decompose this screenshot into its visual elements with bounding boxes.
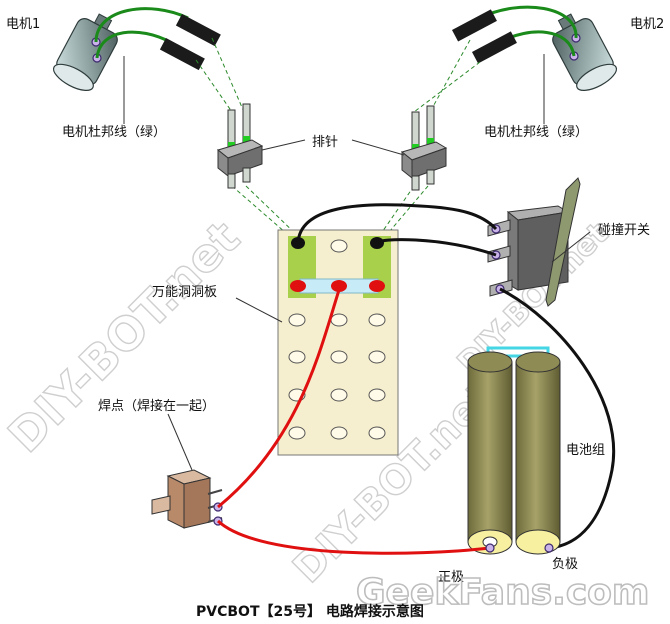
- perfboard-label: 万能洞洞板: [152, 285, 217, 300]
- bump-switch-label: 碰撞开关: [598, 223, 650, 238]
- negative-terminal: [544, 543, 554, 553]
- slide-switch: [151, 469, 223, 529]
- black-wires: [296, 203, 616, 550]
- bump-switch-label-group: 碰撞开关: [551, 223, 650, 263]
- pin-header-label-group: 排针: [261, 135, 405, 156]
- motor-1-label: 电机1: [6, 17, 40, 32]
- jumper-left-label: 电机杜邦线（绿）: [62, 125, 166, 140]
- battery-pack: [467, 346, 561, 555]
- bump-switch: [487, 177, 581, 307]
- battery-pack-label: 电池组: [566, 443, 605, 458]
- motor-2-label: 电机2: [630, 17, 664, 32]
- dupont-connectors: [159, 9, 517, 71]
- switch-lever: [545, 177, 581, 307]
- pin-header-left: [216, 103, 264, 189]
- diagram-caption: PVCBOT【25号】 电路焊接示意图: [196, 603, 424, 620]
- perfboard: [277, 229, 399, 456]
- solder-point-label: 焊点（焊接在一起）: [98, 398, 215, 414]
- red-wires: [216, 289, 491, 555]
- negative-label: 负极: [552, 557, 578, 572]
- positive-label: 正极: [438, 570, 464, 585]
- motor-2: [552, 13, 618, 91]
- watermark-geekfans: GeekFans.com: [356, 572, 649, 613]
- motor-1: [52, 13, 118, 91]
- svg-text:DIY-BOT.net: DIY-BOT.net: [0, 210, 250, 462]
- pin-header-right: [400, 105, 448, 191]
- guide-lines: [195, 37, 481, 241]
- positive-terminal: [485, 543, 495, 553]
- pin-header-label: 排针: [312, 135, 338, 150]
- jumper-right-label: 电机杜邦线（绿）: [484, 125, 588, 140]
- solder-point-label-group: 焊点（焊接在一起）: [98, 398, 215, 471]
- perfboard-label-group: 万能洞洞板: [152, 285, 283, 323]
- jumper-right-label-group: 电机杜邦线（绿）: [484, 54, 588, 140]
- watermark-diy-bot-left: DIY-BOT.net: [0, 210, 251, 464]
- jumper-left-label-group: 电机杜邦线（绿）: [62, 56, 166, 140]
